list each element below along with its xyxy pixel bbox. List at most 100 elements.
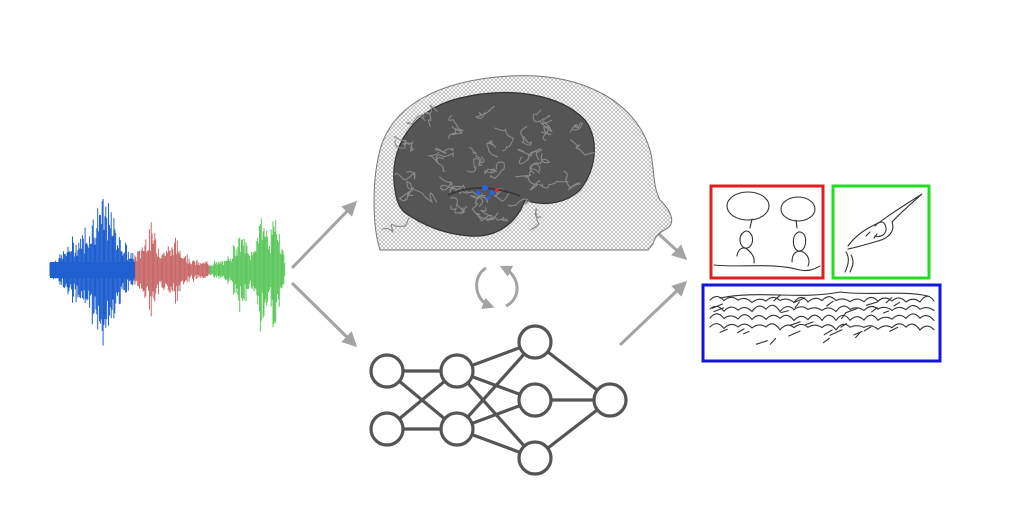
wave-stroke [788,321,801,327]
wave-stroke [841,311,847,320]
wave-stroke [742,330,750,335]
wave-stroke [882,310,890,314]
brain-gyrus-line [486,140,499,158]
wave-line [709,323,935,331]
wave-stroke [788,330,801,337]
output-panel-bird [831,184,931,280]
brain-gyrus-line [450,197,465,214]
brain-gyrus-line [448,128,463,140]
wave-stroke [889,326,899,332]
wave-stroke [893,301,901,307]
network-node [517,440,553,476]
brain-gyrus-line [484,168,498,175]
wave-stroke [863,326,872,332]
wave-stroke [829,329,843,336]
wave-stroke [737,328,745,334]
brain-gyrus-line [423,104,438,127]
wave-stroke [871,306,878,313]
brain-gyrus-line [524,163,541,178]
brain-gyrus-line [450,205,468,215]
wave-stroke [840,323,848,328]
audio-waveform-icon [49,199,286,346]
brain-gyrus-line [563,170,581,191]
wave-stroke [822,337,830,344]
network-node [439,411,475,447]
brain-gyrus-line [406,114,426,125]
seagull-sketch-icon [844,193,923,273]
brain-gyrus-line [532,109,553,124]
brain-gyrus-line [470,194,489,207]
brain-mri-head-mesh-icon [373,75,673,251]
brain-gyrus-line [412,188,438,204]
arrow-network-to-output [618,280,688,347]
ocean-waves-sketch-icon [709,291,935,345]
brain-gyrus-line [398,190,414,202]
network-node [517,324,553,360]
network-node [369,411,405,447]
wave-stroke [713,307,725,313]
wave-stroke [823,329,833,336]
brain-gyrus-line [541,126,552,141]
brain-gyrus-line [517,148,542,158]
wave-stroke [865,301,879,306]
brain-gyrus-line [538,180,569,189]
network-node [517,382,553,418]
brain-gyrus-line [494,127,515,152]
wave-stroke [826,300,834,307]
neural-network-icon [369,324,628,476]
brain-gyrus-line [428,151,446,173]
brain-gyrus-line [393,135,414,152]
brain-gyrus-line [435,152,454,164]
wave-line [709,304,935,313]
wave-stroke [711,303,724,309]
wave-stroke [780,310,789,314]
cycle-arrows-icon [475,265,519,310]
output-panel-conversation [709,184,825,280]
brain-gyrus-line [529,208,542,231]
wave-stroke [755,340,768,345]
network-node [369,353,405,389]
wave-stroke [885,297,893,304]
wave-line [709,313,935,322]
brain-gyrus-line [469,147,485,164]
brain-gyrus-line [520,126,532,146]
brain-gyrus-line [529,153,551,174]
wave-stroke [773,294,781,302]
wave-stroke [853,330,863,336]
brain-gyrus-line [466,158,483,173]
network-node [592,382,628,418]
brain-gyrus-line [439,176,462,193]
brain-gyrus-line [434,147,454,155]
output-panel-waves [701,283,942,363]
brain-gyrus-line [508,198,530,207]
brain-gyrus-line [381,217,410,234]
network-node [439,353,475,389]
brain-gyrus-line [518,151,540,165]
network-edge [455,340,537,431]
brain-gyrus-line [515,175,541,191]
waveform-core [50,262,135,278]
brain-gyrus-line [406,180,415,198]
brain-gyrus-line [569,122,584,133]
brain-gyrus-line [570,139,595,156]
wave-stroke [805,321,814,326]
wave-stroke [769,337,777,345]
wave-stroke [845,308,858,314]
brain-gyrus-line [440,183,468,195]
two-people-talking-sketch-icon [713,191,821,272]
arrow-wave-to-network [290,281,358,348]
brain-gyrus-line [489,161,505,180]
wave-stroke [855,332,861,339]
wave-crest [719,291,929,299]
wave-stroke [719,328,728,333]
brain-gyrus-line [394,171,416,181]
arrow-wave-to-brain [290,200,358,270]
brain-gyrus-line [475,105,495,119]
wave-stroke [793,297,806,304]
brain-gyrus-line [485,212,509,222]
brain-gyrus-line [541,114,553,133]
wave-stroke [794,301,800,309]
brain-gyrus-line [476,207,494,222]
wave-line [709,295,935,304]
